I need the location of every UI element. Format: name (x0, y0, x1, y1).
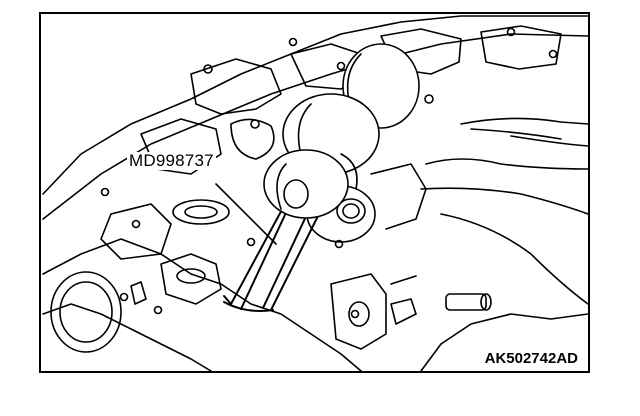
illustration-frame: MD998737 AK502742AD (39, 12, 590, 373)
hand-illustration (420, 117, 588, 305)
mallet (263, 43, 420, 219)
left-bore (50, 271, 147, 353)
mid-block-detail (100, 199, 230, 305)
tool-leader-line (215, 183, 277, 245)
cylinder-block-outline (42, 15, 588, 371)
figure-code: AK502742AD (482, 350, 580, 367)
front-cover-boss (330, 273, 492, 350)
special-tool-rod (223, 201, 320, 312)
tool-callout-label: MD998737 (127, 151, 216, 170)
engine-block-illustration (42, 15, 588, 371)
